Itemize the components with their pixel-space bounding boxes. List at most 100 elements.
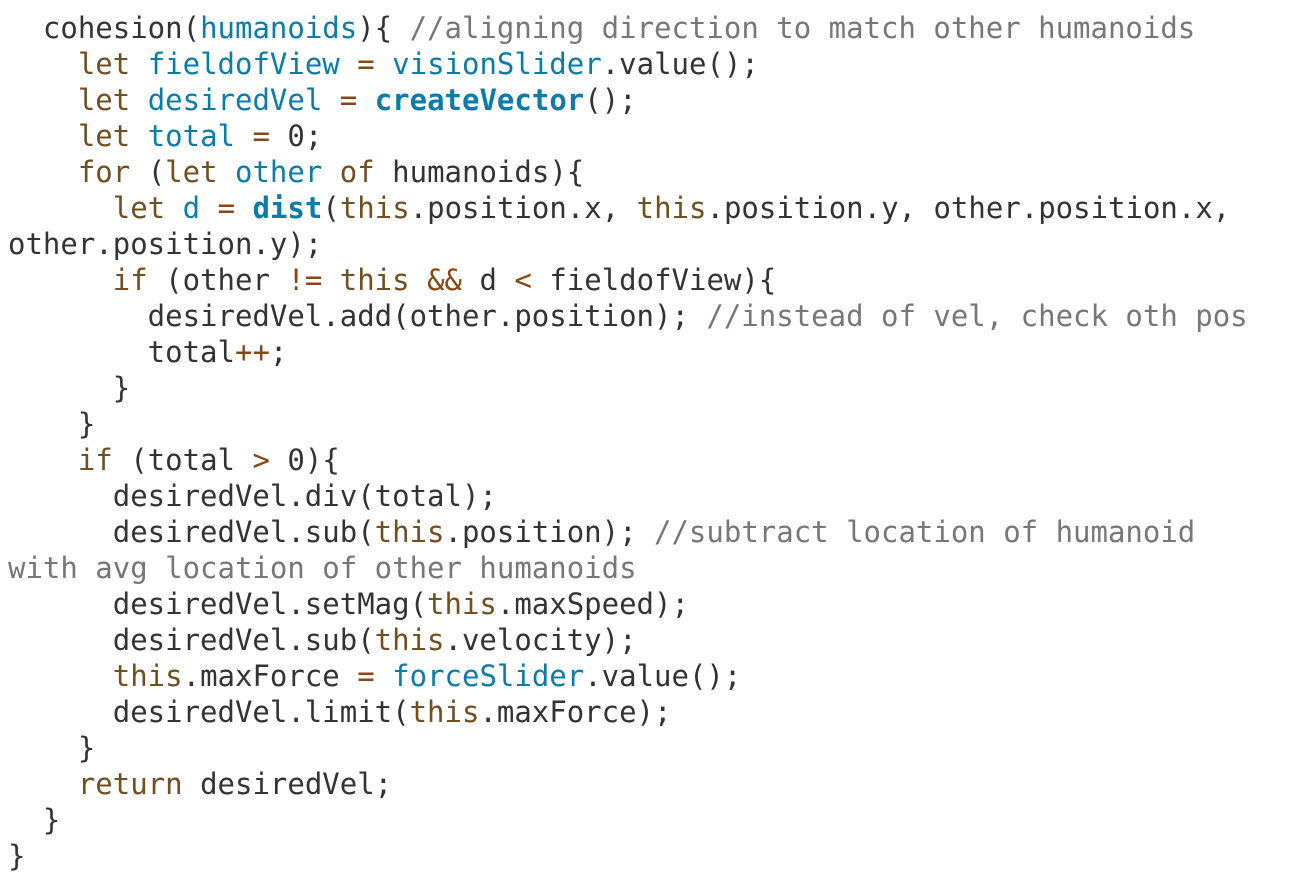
code-line-15: desiredVel.sub(this.position); //subtrac… [8,514,1308,550]
code-token-text: cohesion( [8,11,201,45]
code-token-def: other [235,155,323,189]
code-token-comment: //aligning direction to match other huma… [409,11,1196,45]
code-token-text: .position.y, other.position.x, [706,191,1231,225]
code-token-text: desiredVel.setMag( [8,587,428,621]
code-token-text: d [462,263,515,297]
code-token-text: desiredVel.div(total); [8,479,497,513]
code-token-text: desiredVel.add(other.position); [8,299,707,333]
code-token-text [8,155,78,189]
code-token-text [235,119,252,153]
code-token-text [235,191,252,225]
code-token-keyword: this [339,191,410,225]
code-token-keyword: return [77,767,183,801]
code-token-text: } [8,371,131,405]
code-token-text [357,83,374,117]
code-token-text: .velocity); [444,623,637,657]
code-token-text [375,659,392,693]
code-line-9: desiredVel.add(other.position); //instea… [8,298,1308,334]
code-token-text: .maxForce); [479,695,672,729]
code-token-text [165,191,182,225]
code-token-text: } [8,407,96,441]
code-token-text: desiredVel.sub( [8,515,375,549]
code-token-text: other.position.y); [8,227,323,261]
code-token-text: .value(); [601,47,759,81]
code-token-text: ( [130,155,166,189]
code-token-keyword: this [636,191,707,225]
code-token-keyword: let [77,83,131,117]
code-line-17: desiredVel.setMag(this.maxSpeed); [8,586,1308,622]
code-token-keyword: this [427,587,497,621]
code-token-text [8,263,113,297]
code-token-op: > [252,443,270,477]
code-token-text [8,443,78,477]
code-token-text: } [8,731,96,765]
code-line-24: } [8,838,1308,874]
code-token-text [322,155,339,189]
code-token-op: ++ [234,335,270,369]
code-line-22: return desiredVel; [8,766,1308,802]
code-token-keyword: let [77,47,131,81]
code-token-keyword: for [77,155,131,189]
code-line-23: } [8,802,1308,838]
code-line-5: for (let other of humanoids){ [8,154,1308,190]
code-token-text: ){ [357,11,410,45]
code-token-keyword: let [165,155,218,189]
code-token-text: .maxForce [182,659,358,693]
code-line-6: let d = dist(this.position.x, this.posit… [8,190,1308,226]
code-token-op: = [252,119,270,153]
code-token-keyword: this [374,623,445,657]
code-token-fn: createVector [374,83,585,117]
code-token-keyword: let [112,191,166,225]
code-token-text: desiredVel.limit( [8,695,410,729]
code-token-text [200,191,217,225]
code-token-op: = [339,83,358,117]
code-line-19: this.maxForce = forceSlider.value(); [8,658,1308,694]
code-token-text [410,263,427,297]
code-token-text: (); [584,83,637,117]
code-token-def: total [147,119,236,153]
code-token-op: && [427,263,462,297]
code-token-op: != [287,263,323,297]
code-token-text [270,443,287,477]
code-token-text [322,83,339,117]
code-token-op: < [514,263,532,297]
code-line-1: cohesion(humanoids){ //aligning directio… [8,10,1308,46]
code-token-text [375,47,392,81]
code-token-text [130,119,147,153]
code-token-comment: //subtract location of humanoid [654,515,1196,549]
code-line-8: if (other != this && d < fieldofView){ [8,262,1308,298]
code-token-text: ; [269,335,288,369]
code-token-text: .position.x, [409,191,637,225]
code-token-fn: dist [252,191,323,225]
code-token-keyword: if [112,263,148,297]
code-token-text [340,47,357,81]
code-token-text: } [8,839,26,873]
code-token-text: ){ [304,443,340,477]
code-token-text [8,767,78,801]
code-token-text [8,83,78,117]
code-token-op: = [217,191,236,225]
code-token-text: } [8,803,61,837]
code-token-keyword: this [339,263,410,297]
code-token-text: ( [322,191,340,225]
code-token-text [8,47,78,81]
code-token-def: humanoids [200,11,358,45]
code-token-comment: //instead of vel, check oth pos [706,299,1248,333]
code-token-text: fieldofView){ [531,263,777,297]
code-token-text: desiredVel.sub( [8,623,375,657]
code-token-def: forceSlider [392,659,585,693]
code-token-comment: with avg location of other humanoids [8,551,637,585]
code-line-7: other.position.y); [8,226,1308,262]
code-token-keyword: this [409,695,480,729]
code-token-keyword: of [339,155,375,189]
code-token-text: .position); [444,515,655,549]
code-token-text: .value(); [584,659,742,693]
code-token-text: ; [304,119,323,153]
code-line-18: desiredVel.sub(this.velocity); [8,622,1308,658]
code-token-def: fieldofView [147,47,340,81]
code-token-keyword: this [374,515,445,549]
code-line-4: let total = 0; [8,118,1308,154]
code-line-11: } [8,370,1308,406]
code-token-num: 0 [287,443,305,477]
